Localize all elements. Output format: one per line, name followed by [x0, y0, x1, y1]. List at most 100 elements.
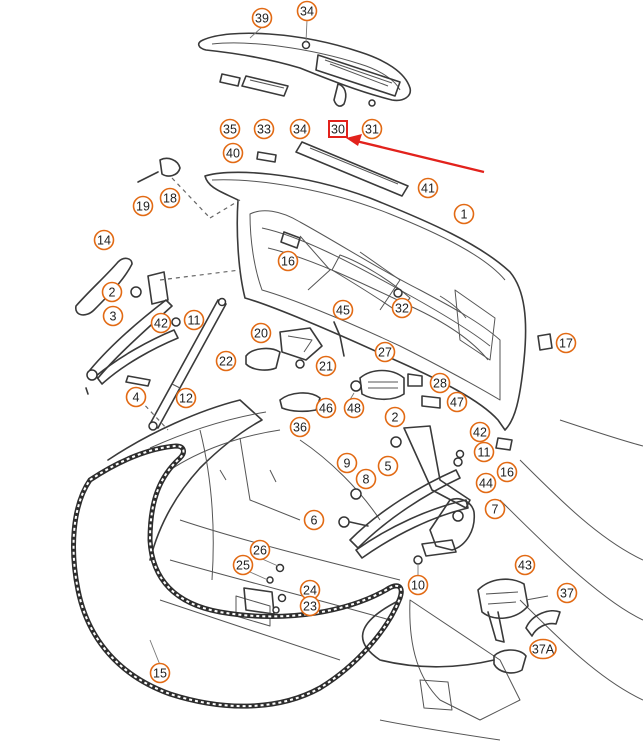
callout-number: 23 — [303, 599, 317, 613]
callout-number: 6 — [311, 513, 318, 527]
callout-c34a: 34 — [296, 0, 318, 22]
callout-number: 2 — [392, 410, 399, 424]
callout-c30: 30 — [328, 120, 348, 138]
callout-c14: 14 — [93, 229, 115, 251]
callout-c37a: 37A — [529, 638, 557, 660]
callout-number: 10 — [411, 578, 425, 592]
callout-ring — [296, 0, 318, 22]
trim-panel — [295, 141, 409, 197]
trunk-lid — [204, 171, 527, 431]
callout-c16b: 16 — [496, 461, 518, 483]
callout-c24: 24 — [299, 579, 321, 601]
callout-c48: 48 — [343, 397, 365, 419]
callout-number: 16 — [281, 254, 295, 268]
callout-c25: 25 — [232, 554, 254, 576]
callout-number: 28 — [433, 376, 447, 390]
callout-number: 44 — [479, 476, 493, 490]
highlight-box — [328, 120, 348, 138]
callout-ring — [249, 539, 271, 561]
callout-number: 20 — [254, 326, 268, 340]
callout-number: 15 — [153, 666, 167, 680]
callout-ring — [484, 498, 506, 520]
callout-c46: 46 — [315, 397, 337, 419]
callout-number: 34 — [300, 4, 314, 18]
callout-ring — [215, 350, 237, 372]
callout-number: 34 — [293, 122, 307, 136]
callout-c16a: 16 — [277, 250, 299, 272]
callout-ring — [355, 468, 377, 490]
callout-number: 22 — [219, 354, 233, 368]
callout-number: 30 — [331, 122, 345, 136]
lock-assembly — [245, 321, 345, 413]
callout-c18: 18 — [159, 187, 181, 209]
callout-c4: 4 — [125, 386, 147, 408]
callout-c26: 26 — [249, 539, 271, 561]
callout-ring — [417, 177, 439, 199]
callout-c22: 22 — [215, 350, 237, 372]
callout-c3: 3 — [102, 305, 124, 327]
callout-ring — [93, 229, 115, 251]
callout-c9: 9 — [336, 452, 358, 474]
callout-ring — [101, 281, 123, 303]
callout-number: 47 — [450, 395, 464, 409]
callout-number: 9 — [344, 456, 351, 470]
gas-strut — [148, 297, 227, 431]
callout-number: 33 — [257, 122, 271, 136]
callout-number: 42 — [473, 425, 487, 439]
callout-number: 41 — [421, 181, 435, 195]
callout-ring — [232, 554, 254, 576]
callout-c44: 44 — [475, 472, 497, 494]
callout-c19: 19 — [132, 195, 154, 217]
callout-number: 18 — [163, 191, 177, 205]
callout-ring — [315, 355, 337, 377]
callout-ring — [377, 455, 399, 477]
callout-ring — [343, 397, 365, 419]
callout-number: 19 — [136, 199, 150, 213]
callout-number: 3 — [110, 309, 117, 323]
callout-ring — [250, 322, 272, 344]
callout-ring — [219, 118, 241, 140]
callout-ring — [102, 305, 124, 327]
callout-c2a: 2 — [101, 281, 123, 303]
trunk-seal — [71, 443, 404, 709]
callout-number: 40 — [226, 146, 240, 160]
small-fasteners-top — [137, 151, 277, 219]
callout-c43: 43 — [514, 554, 536, 576]
callout-c42b: 42 — [469, 421, 491, 443]
callout-number: 5 — [385, 459, 392, 473]
lock-actuator — [361, 578, 561, 674]
callout-ring — [555, 332, 577, 354]
callout-c45: 45 — [332, 299, 354, 321]
callout-c34b: 34 — [289, 118, 311, 140]
callout-c6: 6 — [303, 509, 325, 531]
callout-ring — [446, 391, 468, 413]
callout-number: 7 — [492, 502, 499, 516]
latch-motor — [344, 369, 441, 409]
callout-c28: 28 — [429, 372, 451, 394]
callout-c8: 8 — [355, 468, 377, 490]
callout-number: 37 — [560, 586, 574, 600]
callout-ring — [289, 118, 311, 140]
callout-ring — [529, 638, 557, 660]
callout-number: 24 — [303, 583, 317, 597]
callout-ring — [125, 386, 147, 408]
callout-ring — [277, 250, 299, 272]
callout-number: 36 — [293, 420, 307, 434]
callout-number: 12 — [179, 391, 193, 405]
trunk-body — [107, 399, 643, 741]
callout-c42a: 42 — [150, 312, 172, 334]
spoiler-assembly — [197, 19, 412, 107]
callout-number: 45 — [336, 303, 350, 317]
callout-c12: 12 — [175, 387, 197, 409]
callout-c31: 31 — [361, 118, 383, 140]
left-hinge — [75, 257, 241, 431]
callout-c27: 27 — [374, 341, 396, 363]
callout-number: 39 — [255, 11, 269, 25]
callout-number: 31 — [365, 122, 379, 136]
callout-ring — [289, 416, 311, 438]
callout-number: 1 — [461, 207, 468, 221]
callout-ring — [222, 142, 244, 164]
callout-ring — [251, 7, 273, 29]
